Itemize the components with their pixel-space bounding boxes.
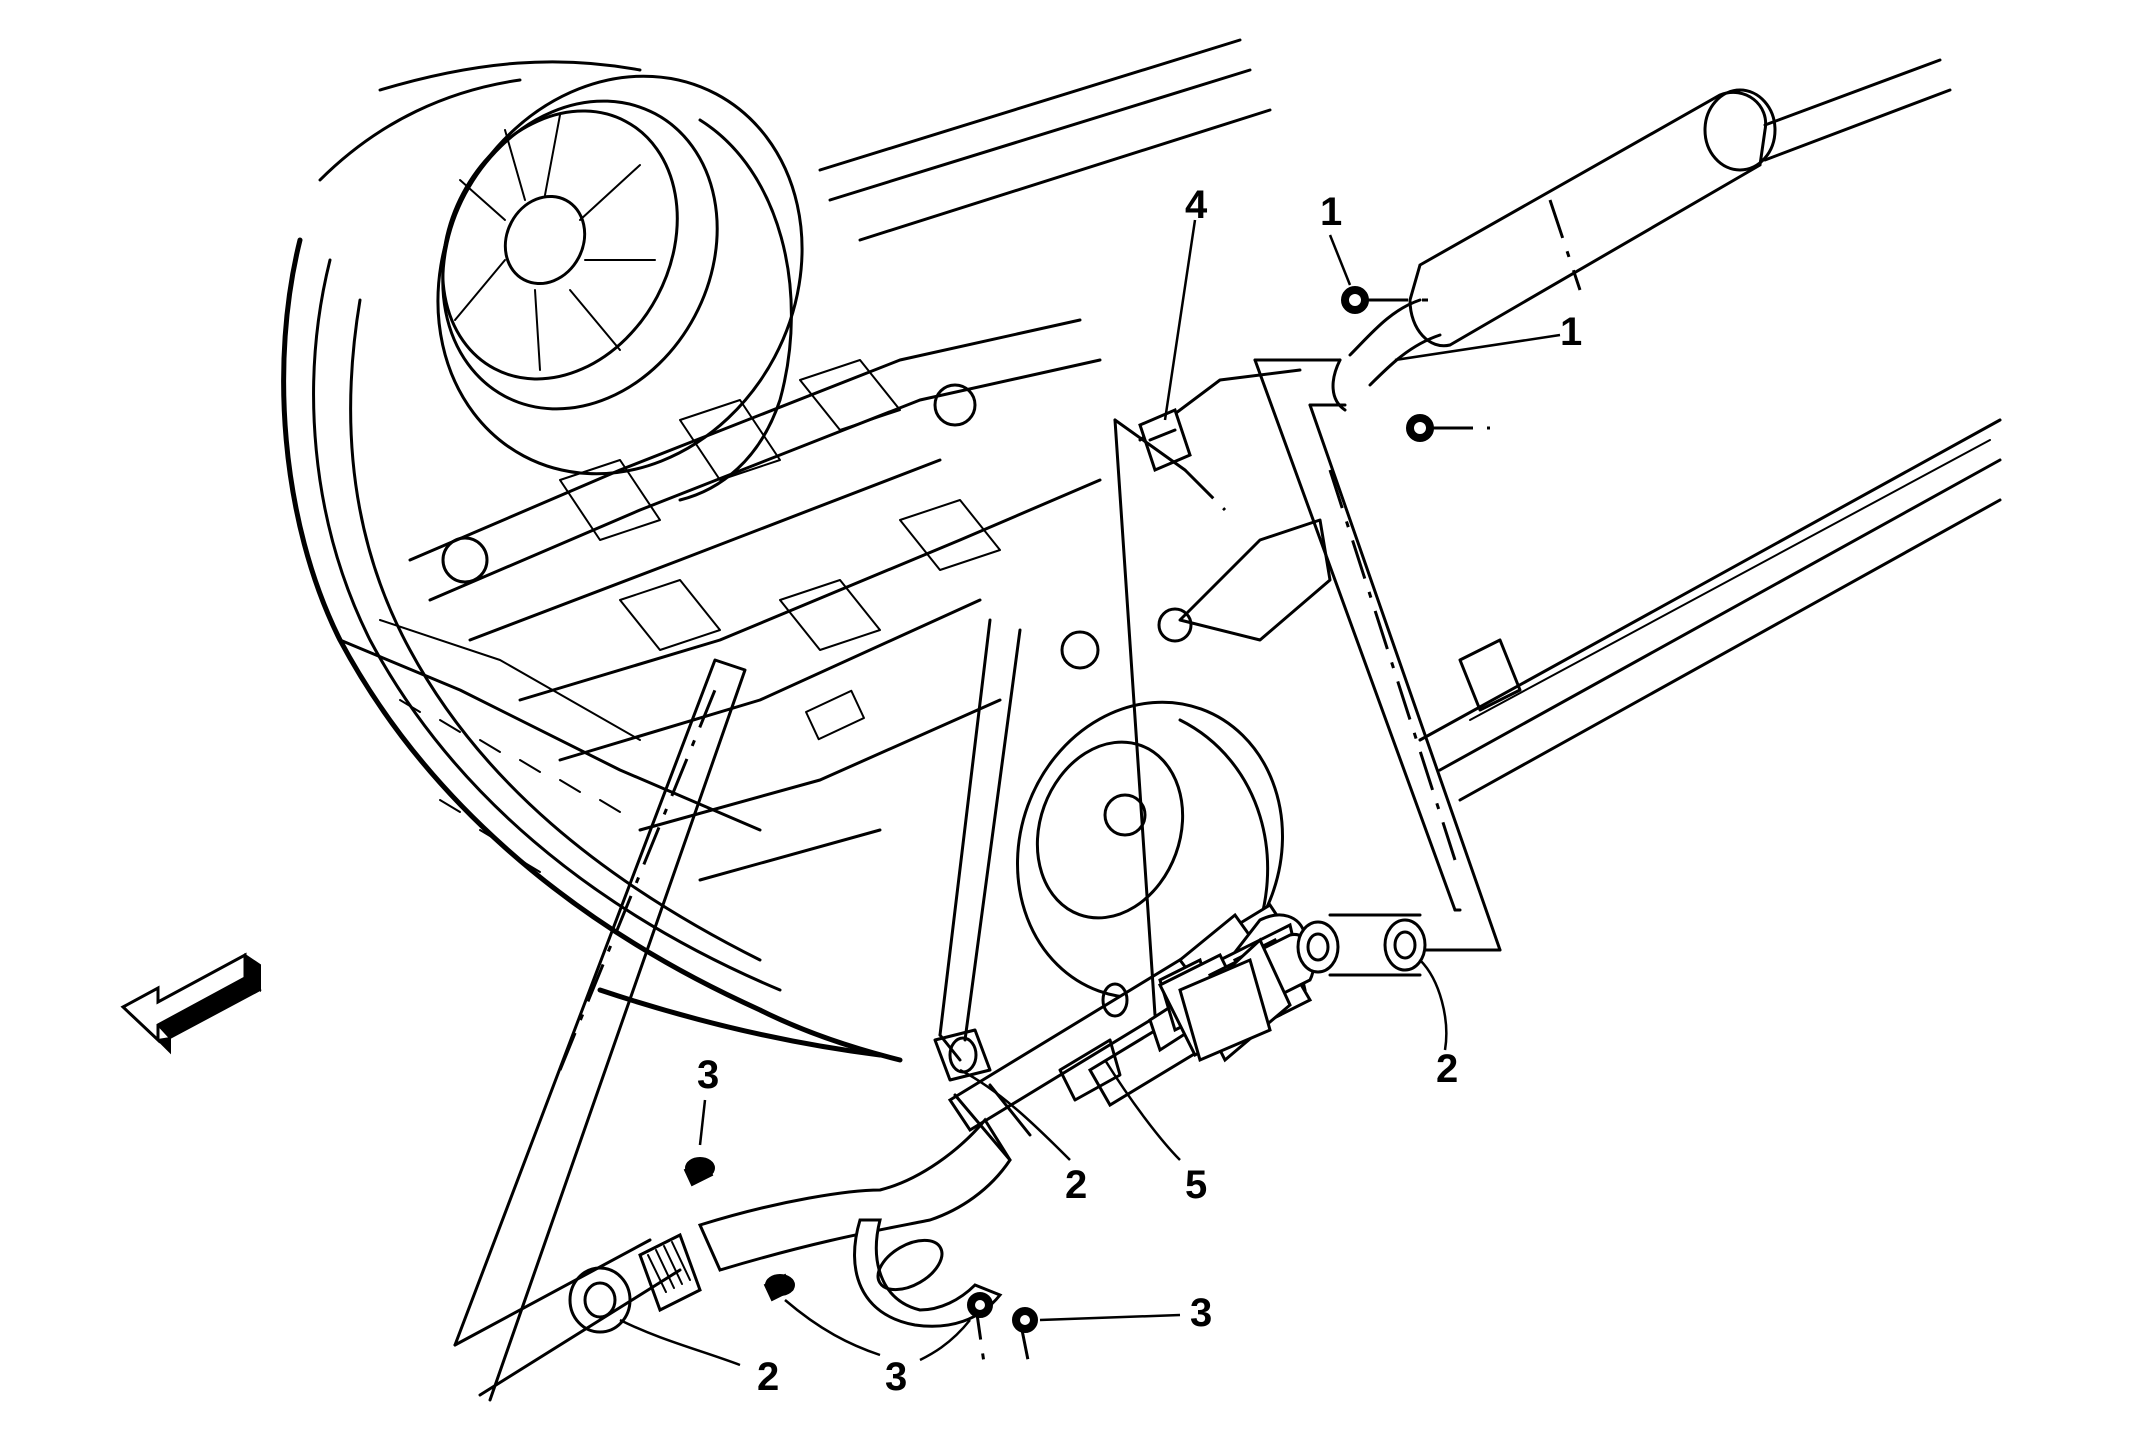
intermediate-pipe-flange bbox=[1331, 358, 1347, 412]
muffler bbox=[1348, 58, 1952, 387]
exhaust-pipe-assembly bbox=[947, 902, 1427, 1133]
callout-2-right: 2 bbox=[1436, 1047, 1458, 1091]
front-exhaust-pipe bbox=[568, 618, 1032, 1371]
rear-wheel bbox=[1016, 700, 1284, 1000]
nut-3-bottom-middle bbox=[967, 1292, 993, 1318]
callout-leaders bbox=[619, 219, 1561, 1367]
rocker-rails bbox=[818, 38, 2002, 802]
vehicle-underbody bbox=[281, 60, 903, 1063]
front-direction-arrow-icon bbox=[120, 952, 262, 1055]
nut-3-bottom-right bbox=[1012, 1307, 1038, 1333]
callout-3-top: 3 bbox=[697, 1053, 719, 1097]
callout-1-lower: 1 bbox=[1560, 310, 1582, 354]
nut-1-lower bbox=[1406, 414, 1490, 442]
exhaust-hanger bbox=[1138, 407, 1227, 512]
callout-2-middle: 2 bbox=[1065, 1163, 1087, 1207]
bolt-3-top bbox=[683, 1157, 715, 1187]
callout-2-left: 2 bbox=[757, 1355, 779, 1399]
callout-3-bottom-right: 3 bbox=[1190, 1291, 1212, 1335]
bolt-3-bottom-left bbox=[763, 1273, 795, 1302]
callout-1-upper: 1 bbox=[1320, 190, 1342, 234]
callout-3-bottom-middle: 3 bbox=[885, 1355, 907, 1399]
callout-5: 5 bbox=[1185, 1163, 1207, 1207]
nut-1-upper bbox=[1341, 286, 1430, 314]
explode-lines bbox=[453, 358, 1502, 1402]
callout-4: 4 bbox=[1185, 183, 1208, 227]
engine-subframe bbox=[408, 318, 1332, 882]
front-wheel bbox=[436, 74, 804, 502]
